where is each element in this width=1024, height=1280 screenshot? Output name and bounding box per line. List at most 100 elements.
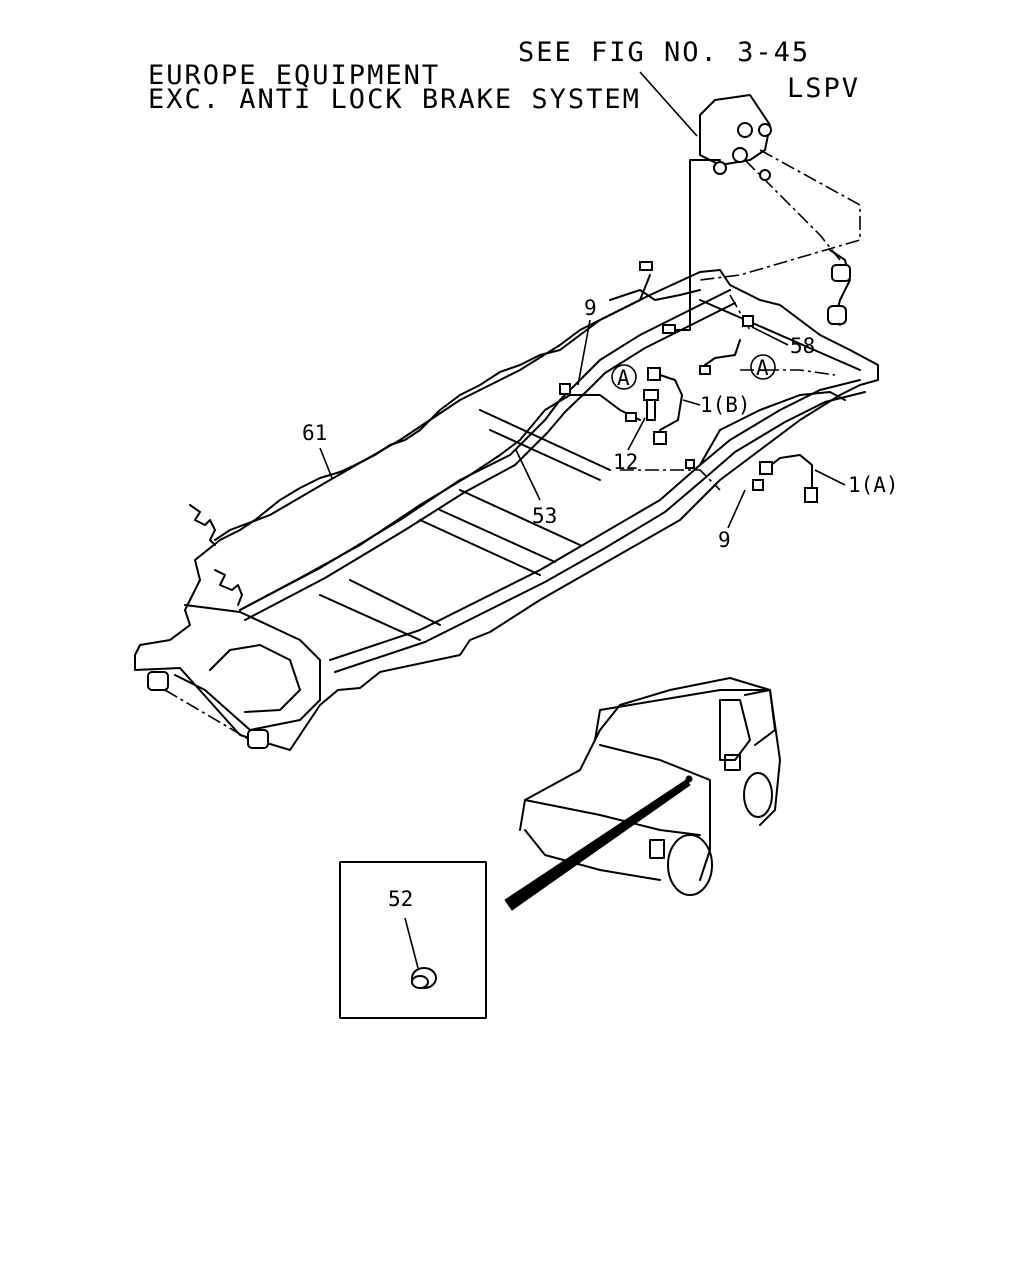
right-rail: [329, 379, 861, 661]
clip-9-bottom: [752, 479, 764, 491]
lspv-port-1: [737, 122, 753, 138]
clip-icon: [559, 261, 764, 491]
mid-routing-line: [620, 469, 721, 491]
front-pipe-coil-upper: [189, 504, 216, 546]
leader-52: [404, 917, 419, 969]
leader-61: [319, 447, 333, 479]
chassis-frame: [134, 269, 879, 751]
lspv-body: [699, 94, 771, 166]
vehicle-body-outline: [519, 677, 781, 831]
cross-member-rear: [699, 299, 861, 371]
callout-a-right: A: [756, 356, 769, 380]
vehicle-rear-wheel: [743, 772, 773, 818]
detail-box: [339, 861, 487, 1019]
hose-1b-fitting-top: [647, 367, 661, 381]
lspv-valve-icon: [699, 94, 851, 326]
bolt-head: [643, 389, 659, 401]
lspv-label: LSPV: [787, 73, 860, 104]
title-line-1: EUROPE EQUIPMENT: [148, 60, 440, 91]
cross-member-2: [419, 509, 556, 576]
clip-rear-top: [639, 261, 653, 271]
front-pipe-coil-lower: [214, 569, 243, 606]
hose-1a: [764, 454, 813, 491]
callout-a-left: A: [617, 366, 630, 390]
cross-member-front: [319, 579, 441, 641]
frame-outline: [134, 269, 879, 751]
leader-53: [515, 449, 541, 501]
see-fig-reference: SEE FIG NO. 3-45: [518, 37, 810, 68]
lspv-port-4: [713, 161, 727, 175]
hose-1a-fitting-left: [759, 461, 773, 475]
leader-1a: [814, 469, 846, 486]
front-bracket-left: [147, 671, 169, 691]
callout-1a: 1(A): [848, 473, 899, 497]
title-line-2: EXC. ANTI LOCK BRAKE SYSTEM: [148, 84, 641, 115]
lspv-port-5: [759, 169, 771, 181]
grommet-location-dot: [685, 775, 693, 783]
pipe-61: [214, 274, 651, 541]
vehicle-side-window: [744, 689, 776, 746]
callout-1b: 1(B): [700, 393, 751, 417]
vehicle-windshield-pillar: [599, 744, 711, 881]
detail-pointer: [504, 779, 691, 911]
pipe-58: [704, 339, 741, 366]
vehicle-headlamp: [649, 839, 665, 859]
lspv-pipe-1: [669, 159, 721, 331]
callout-53: 53: [532, 504, 557, 528]
brake-pipes: [189, 149, 861, 611]
rear-kickup: [699, 391, 846, 466]
callout-61: 61: [302, 421, 327, 445]
callout-a-left-circle: [611, 364, 637, 390]
lspv-routing-line: [699, 149, 861, 281]
rear-routing-line: [740, 369, 836, 376]
grommet-icon: [411, 967, 437, 989]
hose-1b-fitting-bottom: [653, 431, 667, 445]
clip-rear-mid: [662, 324, 676, 334]
vehicle-illustration: [504, 677, 781, 911]
vehicle-roof: [594, 689, 766, 741]
callout-a-right-circle: [750, 354, 776, 380]
vehicle-rear-window: [719, 699, 751, 761]
clip-58: [742, 315, 754, 327]
lspv-lower-bushing: [827, 305, 847, 325]
callout-9-bottom: 9: [718, 528, 731, 552]
cross-member-4: [479, 409, 611, 481]
leader-1b: [682, 399, 701, 406]
brake-hose-icon: [647, 367, 818, 503]
hose-1a-fitting-right: [804, 487, 818, 503]
clip-mid-rail: [685, 459, 695, 469]
front-crossmember: [174, 604, 321, 731]
right-rail-2: [334, 391, 866, 673]
vehicle-bumper: [524, 829, 661, 881]
callout-9-top: 9: [584, 296, 597, 320]
lspv-port-2: [758, 123, 772, 137]
vehicle-mirror: [724, 754, 741, 771]
leader-12: [627, 417, 646, 451]
clip-12-top: [625, 412, 637, 422]
rear-bracket: [609, 289, 701, 301]
bracket-centerline: [164, 689, 251, 741]
callout-58: 58: [790, 334, 815, 358]
clip-a-right: [699, 365, 711, 375]
pipe-53: [239, 394, 641, 611]
lspv-port-3: [732, 147, 748, 163]
front-bracket-right: [247, 729, 269, 749]
bolt-icon: [643, 389, 659, 421]
leader-9-top: [577, 319, 591, 386]
lspv-link-bracket: [831, 264, 851, 282]
see-fig-leader: [639, 71, 698, 137]
cross-member-3: [459, 489, 581, 546]
leader-58: [751, 326, 789, 346]
grommet-face: [411, 975, 429, 989]
leader-9-bottom: [727, 489, 746, 529]
callout-12: 12: [613, 450, 638, 474]
vehicle-front-wheel: [667, 834, 713, 896]
left-rail-inner-2: [244, 302, 736, 621]
callout-52: 52: [388, 887, 413, 911]
bolt-shank: [646, 399, 656, 421]
front-opening: [209, 644, 301, 713]
hose-1b: [659, 374, 683, 431]
clip-left-9: [559, 383, 571, 395]
left-rail-inner: [239, 289, 731, 611]
